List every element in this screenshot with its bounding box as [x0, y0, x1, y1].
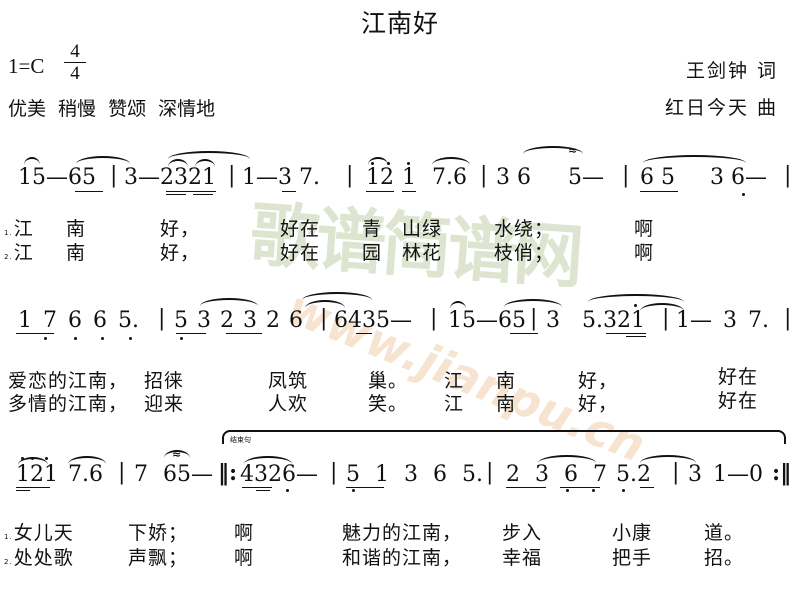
- measure: 4326—: [240, 462, 318, 487]
- measure: 2 3 6 7: [506, 462, 607, 487]
- measure: 15—65: [448, 308, 526, 333]
- barline: |: [784, 163, 792, 188]
- time-signature: 4 4: [64, 42, 86, 83]
- measure: 3: [546, 308, 560, 333]
- time-numerator: 4: [70, 41, 80, 62]
- slur: [643, 155, 746, 163]
- measure: 15—65: [18, 165, 96, 190]
- barline: |: [480, 163, 488, 188]
- barline: |: [228, 163, 236, 188]
- ending-label: 结束句: [230, 436, 251, 444]
- repeat-start-icon: ‖:: [218, 460, 238, 486]
- lyric-line-verse-1: 1.女儿天: [4, 522, 74, 544]
- measure: 1—3 7.: [242, 165, 320, 190]
- slur: [168, 151, 250, 159]
- slur: [523, 146, 583, 154]
- barline: |: [158, 306, 166, 331]
- measure: 6 5: [640, 165, 675, 190]
- slur: [168, 159, 188, 167]
- barline: |: [118, 460, 126, 485]
- mordent-icon: ≈: [568, 144, 578, 157]
- slur: [24, 157, 40, 165]
- barline: |: [662, 306, 670, 331]
- tempo-marking: 优美 稍慢 赞颂 深情地: [8, 98, 216, 120]
- barline: |: [320, 306, 328, 331]
- lyric-line-verse-1: 1.江: [4, 218, 34, 240]
- slur: [368, 157, 388, 165]
- lyric-line-verse-2: 2.处处歌: [4, 547, 74, 569]
- measure: 7.6: [432, 165, 467, 190]
- measure: 1: [402, 165, 416, 190]
- lyricist-credit: 王剑钟 词: [685, 60, 778, 82]
- measure: 3 6: [496, 165, 531, 190]
- measure: 5—: [568, 165, 604, 190]
- measure: 7.6: [68, 462, 103, 487]
- measure: 3 6—: [710, 165, 767, 190]
- song-title: 江南好: [360, 9, 439, 38]
- barline: |: [486, 460, 494, 485]
- slur: [76, 156, 130, 164]
- measure: 1 7 6 6 5.: [18, 308, 139, 333]
- barline: |: [110, 163, 118, 188]
- time-denominator: 4: [70, 63, 80, 84]
- barline: |: [430, 306, 438, 331]
- measure: 3—2321: [124, 165, 216, 190]
- measure: 5.321: [582, 308, 645, 333]
- measure: 5.2: [616, 462, 651, 487]
- measure: 6435—: [334, 308, 412, 333]
- ending-bracket: [222, 430, 786, 444]
- mordent-icon: ≈: [172, 448, 182, 461]
- barline: |: [784, 306, 792, 331]
- lyric-line-verse-1: 爱恋的江南，: [8, 370, 129, 392]
- repeat-end-icon: :‖: [772, 460, 792, 486]
- barline: |: [622, 163, 630, 188]
- measure: 12: [366, 165, 394, 190]
- measure: 121: [16, 462, 58, 487]
- barline: |: [672, 460, 680, 485]
- measure: 7 65—: [134, 462, 213, 487]
- barline: |: [530, 306, 538, 331]
- lyric-line-verse-2: 2.江: [4, 242, 34, 264]
- barline: |: [330, 460, 338, 485]
- lyric-line-verse-2: 多情的江南，: [8, 393, 129, 415]
- measure: 5 1 3 6 5.: [346, 462, 483, 487]
- slur: [432, 157, 470, 165]
- key-signature: 1=C: [8, 54, 45, 78]
- measure: 5 3 2 3 2 6: [174, 308, 303, 333]
- composer-credit: 红日今天 曲: [664, 97, 778, 119]
- barline: |: [346, 163, 354, 188]
- slur: [195, 159, 215, 167]
- measure: 1— 3 7.: [676, 308, 769, 333]
- measure: 3 1—0: [688, 462, 763, 487]
